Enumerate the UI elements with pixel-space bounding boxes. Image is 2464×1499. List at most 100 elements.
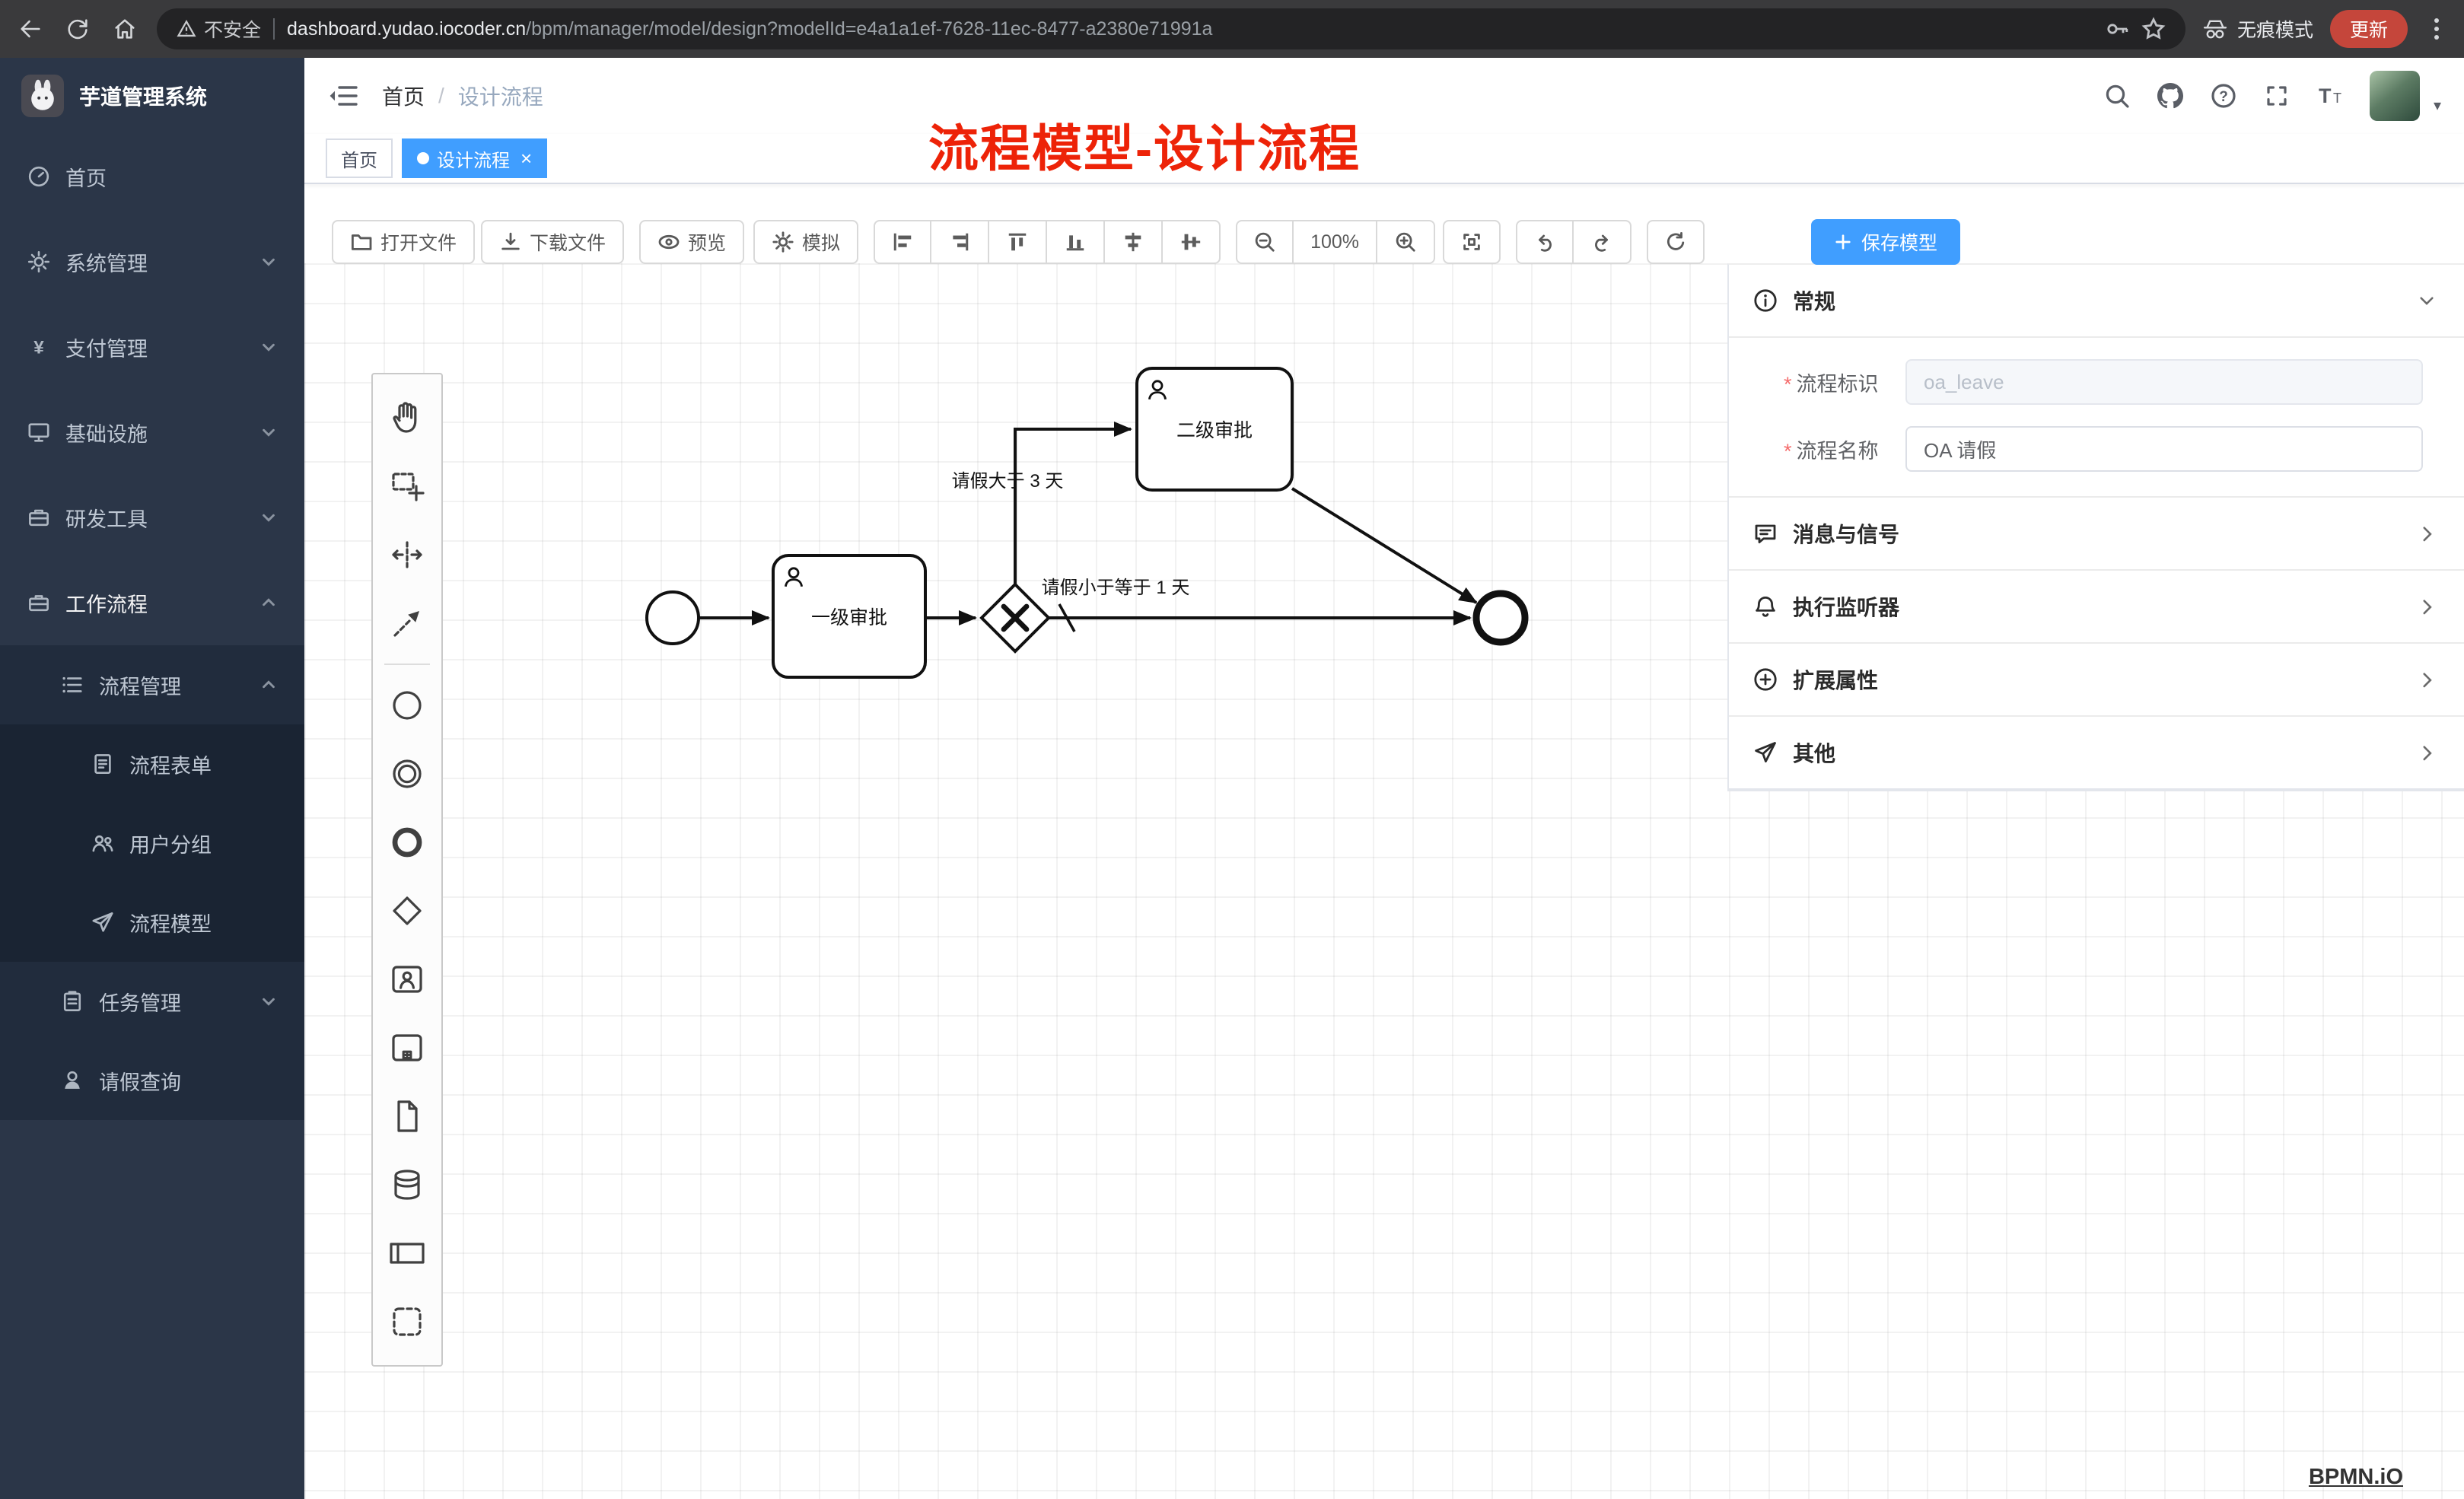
align-right-button[interactable] [931,220,990,264]
breadcrumb-home[interactable]: 首页 [382,85,425,109]
sidebar-item-payment[interactable]: ¥ 支付管理 [0,304,304,390]
home-icon [115,19,135,39]
preview-label: 预览 [688,233,727,254]
sidebar-item-workflow[interactable]: 工作流程 [0,560,304,645]
history-button-group [1516,220,1632,264]
zoom-in-button[interactable] [1377,220,1436,264]
sidebar-item-home[interactable]: 首页 [0,134,304,219]
browser-home-button[interactable] [110,14,140,44]
clipboard-icon [63,991,81,1011]
process-key-input[interactable] [1905,359,2423,405]
tab-close-icon[interactable]: × [520,147,533,170]
align-top-button[interactable] [989,220,1048,264]
align-bottom-button[interactable] [1047,220,1106,264]
section-other[interactable]: 其他 [1729,717,2464,790]
tab-home[interactable]: 首页 [326,138,393,178]
open-file-label: 打开文件 [380,233,457,254]
header-search-button[interactable] [2103,82,2131,110]
global-connect-tool[interactable] [373,589,441,657]
bookmark-star-button[interactable] [2141,17,2166,41]
hand-tool[interactable] [373,384,441,452]
intermediate-event-icon [393,759,422,788]
monitor-icon [28,423,49,442]
browser-back-button[interactable] [15,14,46,44]
start-event-node[interactable] [645,590,700,645]
sidebar-item-process-form[interactable]: 流程表单 [0,724,304,804]
flow-gateway-to-task2[interactable] [1014,422,1132,584]
redo-button[interactable] [1574,220,1632,264]
create-start-event[interactable] [373,671,441,740]
help-button[interactable]: ? [2210,82,2237,110]
tab-design-process[interactable]: 设计流程 × [402,138,548,178]
exclusive-gateway-node[interactable] [979,582,1051,654]
user-avatar[interactable] [2369,71,2420,121]
sidebar-item-infrastructure[interactable]: 基础设施 [0,390,304,475]
preview-button[interactable]: 预览 [639,220,745,264]
create-end-event[interactable] [373,808,441,877]
chevron-up-icon [263,598,275,606]
sidebar-item-system[interactable]: 系统管理 [0,219,304,304]
process-name-input[interactable] [1905,426,2423,472]
create-gateway[interactable] [373,877,441,945]
create-subprocess[interactable] [373,1014,441,1082]
save-model-button[interactable]: 保存模型 [1811,219,1961,265]
sidebar-item-process-model[interactable]: 流程模型 [0,883,304,962]
browser-toolbar: 不安全 dashboard.yudao.iocoder.cn/bpm/manag… [0,0,2464,58]
undo-button[interactable] [1516,220,1574,264]
browser-update-button[interactable]: 更新 [2329,10,2408,48]
download-file-button[interactable]: 下载文件 [481,220,625,264]
sidebar-item-process-management[interactable]: 流程管理 [0,645,304,724]
security-label: 不安全 [204,20,262,41]
sidebar-item-task-management[interactable]: 任务管理 [0,962,304,1041]
gateway-icon [393,896,422,925]
browser-reload-button[interactable] [62,14,93,44]
security-indicator[interactable]: 不安全 [177,15,261,43]
paper-plane-icon [92,912,113,932]
align-left-button[interactable] [874,220,932,264]
create-group[interactable] [373,1287,441,1356]
github-link-button[interactable] [2157,82,2184,110]
address-bar[interactable]: 不安全 dashboard.yudao.iocoder.cn/bpm/manag… [157,8,2185,49]
align-center-vertical-button[interactable] [1163,220,1221,264]
create-data-store[interactable] [373,1151,441,1219]
sidebar-item-devtools[interactable]: 研发工具 [0,475,304,560]
zoom-reset-button[interactable] [1443,220,1501,264]
lasso-tool[interactable] [373,452,441,520]
process-name-field: *流程名称 [1784,426,2423,472]
align-bottom-icon [1066,235,1084,251]
bpmn-io-watermark[interactable]: BPMN.iO [2308,1465,2403,1489]
app-logo[interactable]: 芋道管理系统 [0,58,304,134]
simulate-button[interactable]: 模拟 [753,220,859,264]
end-event-node[interactable] [1472,590,1529,646]
section-extended-attributes[interactable]: 扩展属性 [1729,644,2464,717]
sidebar-item-leave-query[interactable]: 请假查询 [0,1041,304,1120]
create-user-task[interactable] [373,945,441,1014]
sidebar-collapse-button[interactable] [327,81,358,111]
zoom-out-button[interactable] [1236,220,1294,264]
avatar-caret-icon[interactable]: ▾ [2433,97,2441,114]
section-general[interactable]: 常规 [1729,265,2464,338]
chevron-right-icon [2423,600,2432,615]
create-data-object[interactable] [373,1082,441,1151]
create-intermediate-event[interactable] [373,740,441,808]
align-center-horizontal-button[interactable] [1105,220,1164,264]
browser-menu-button[interactable] [2424,18,2449,40]
refresh-icon [1667,231,1685,250]
sidebar-item-user-group[interactable]: 用户分组 [0,804,304,883]
file-icon [397,1100,418,1132]
section-execution-listeners[interactable]: 执行监听器 [1729,571,2464,644]
space-tool[interactable] [373,520,441,589]
fullscreen-button[interactable] [2263,82,2291,110]
url-divider [273,18,275,40]
create-participant[interactable] [373,1219,441,1287]
tab-label: 首页 [341,150,377,171]
flow-task2-to-end[interactable] [1291,487,1478,604]
refresh-button[interactable] [1647,220,1705,264]
task-node-level1[interactable]: 一级审批 [772,554,927,679]
open-file-button[interactable]: 打开文件 [332,220,476,264]
password-key-button[interactable] [2105,17,2129,41]
section-messages-signals[interactable]: 消息与信号 [1729,498,2464,571]
end-event-icon [392,827,422,858]
task-node-level2[interactable]: 二级审批 [1135,367,1294,492]
